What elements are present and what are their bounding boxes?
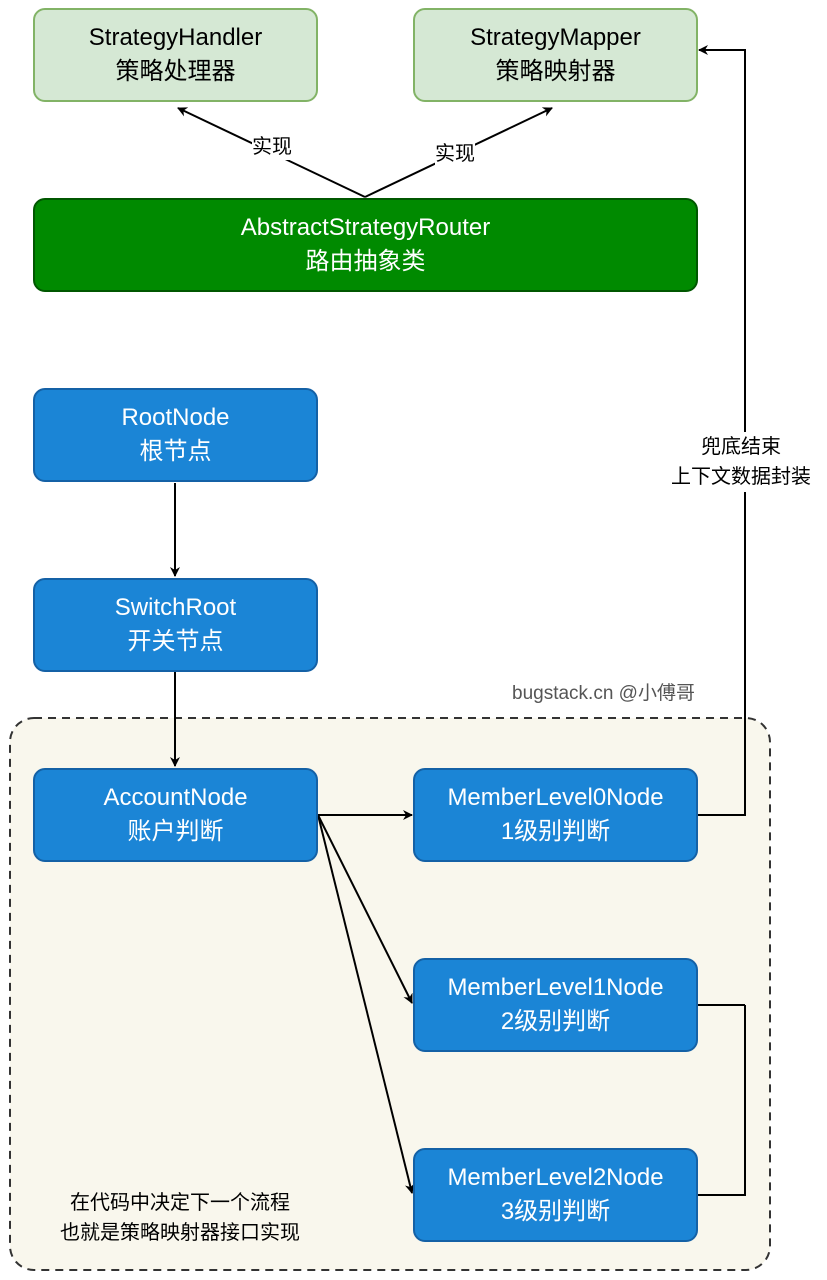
abstract-router-subtitle: 路由抽象类 — [305, 248, 426, 275]
root-node-title: RootNode — [121, 404, 230, 431]
implement-label-left: 实现 — [252, 134, 292, 160]
member-level0-title: MemberLevel0Node — [447, 784, 664, 811]
root-node[interactable]: RootNode 根节点 — [33, 388, 318, 482]
switch-root-node[interactable]: SwitchRoot 开关节点 — [33, 578, 318, 672]
strategy-mapper-title: StrategyMapper — [470, 24, 641, 51]
watermark-text: bugstack.cn @小傅哥 — [512, 683, 695, 704]
group-note-line2: 也就是策略映射器接口实现 — [60, 1222, 300, 1244]
account-to-level1-arrow — [317, 814, 413, 1004]
group-note-line1: 在代码中决定下一个流程 — [70, 1192, 290, 1214]
group-note: 在代码中决定下一个流程 也就是策略映射器接口实现 — [30, 1188, 330, 1248]
strategy-handler-title: StrategyHandler — [88, 24, 263, 51]
member-level1-title: MemberLevel1Node — [447, 974, 664, 1001]
member-level2-subtitle: 3级别判断 — [500, 1198, 611, 1225]
level2-return-line — [697, 1005, 746, 1196]
account-node-subtitle: 账户判断 — [127, 818, 224, 845]
member-level0-node[interactable]: MemberLevel0Node 1级别判断 — [413, 768, 698, 862]
fallback-label-line2: 上下文数据封装 — [671, 466, 811, 488]
strategy-mapper-node[interactable]: StrategyMapper 策略映射器 — [413, 8, 698, 102]
strategy-handler-subtitle: 策略处理器 — [115, 58, 236, 85]
member-level2-node[interactable]: MemberLevel2Node 3级别判断 — [413, 1148, 698, 1242]
account-node[interactable]: AccountNode 账户判断 — [33, 768, 318, 862]
switch-root-subtitle: 开关节点 — [127, 628, 224, 655]
member-level2-title: MemberLevel2Node — [447, 1164, 664, 1191]
account-to-level2-arrow — [317, 814, 415, 1194]
abstract-strategy-router-node[interactable]: AbstractStrategyRouter 路由抽象类 — [33, 198, 698, 292]
root-node-subtitle: 根节点 — [139, 438, 212, 465]
fallback-label-line1: 兜底结束 — [701, 436, 781, 458]
strategy-handler-node[interactable]: StrategyHandler 策略处理器 — [33, 8, 318, 102]
strategy-mapper-subtitle: 策略映射器 — [495, 58, 616, 85]
member-level1-subtitle: 2级别判断 — [500, 1008, 611, 1035]
account-node-title: AccountNode — [103, 784, 248, 811]
member-level1-node[interactable]: MemberLevel1Node 2级别判断 — [413, 958, 698, 1052]
switch-root-title: SwitchRoot — [114, 594, 237, 621]
fallback-label: 兜底结束 上下文数据封装 — [655, 432, 827, 492]
member-level0-subtitle: 1级别判断 — [500, 818, 611, 845]
implement-label-right: 实现 — [435, 141, 475, 167]
abstract-router-title: AbstractStrategyRouter — [240, 214, 491, 241]
